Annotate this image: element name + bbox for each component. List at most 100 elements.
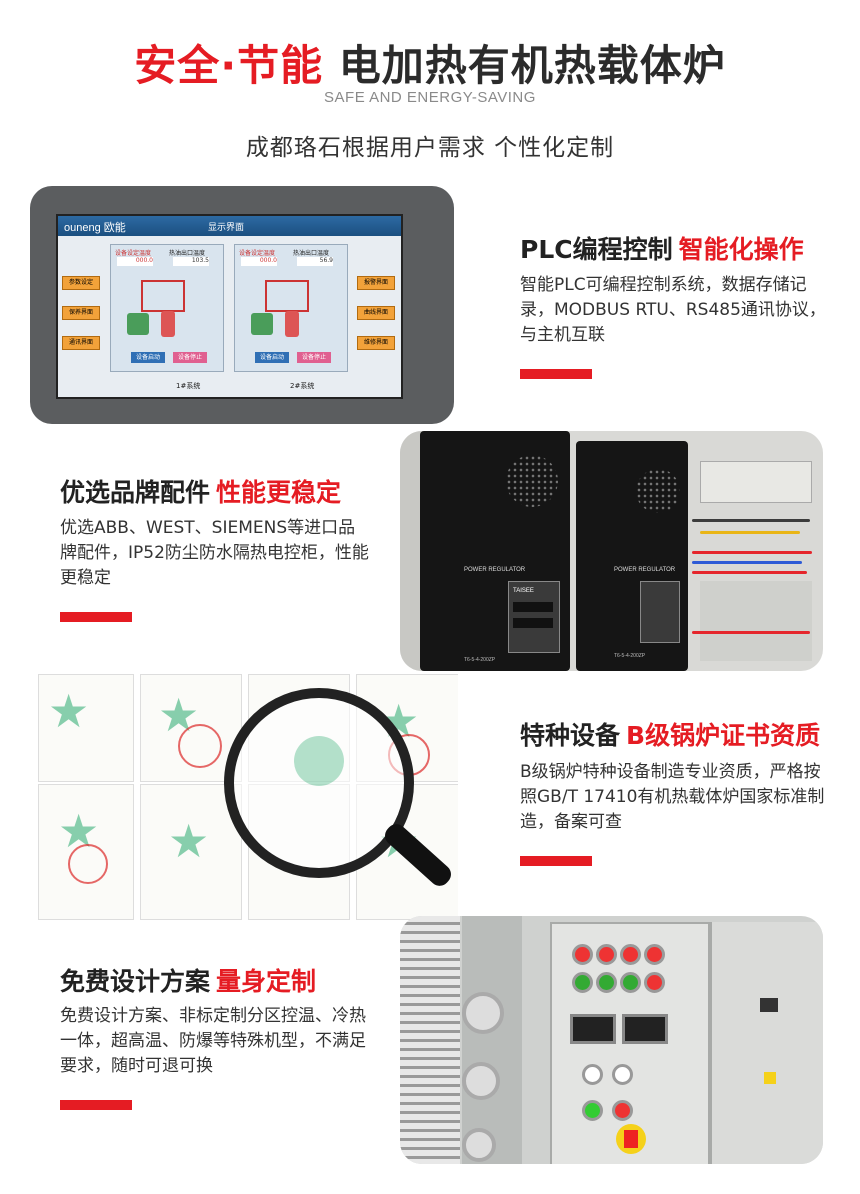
feature-2-title-main: 优选品牌配件 — [60, 478, 211, 507]
regulator-left-display: TAISEE — [508, 581, 560, 653]
certificates-photo: ★ ★ ★ ★ ★ ★ — [38, 674, 458, 920]
feature-3-title-highlight: B级锅炉证书资质 — [626, 721, 821, 750]
terminal-block — [700, 581, 812, 661]
sys1-pump-icon — [127, 313, 149, 335]
wire — [700, 531, 800, 534]
feature-4-accent-bar — [60, 1100, 132, 1110]
lens-seal-icon — [294, 736, 344, 786]
feature-2-desc: 优选ABB、WEST、SIEMENS等进口品牌配件，IP52防尘防水隔热电控柜，… — [60, 518, 369, 588]
stop-button-icon — [612, 1100, 633, 1121]
subtitle-english: SAFE AND ENERGY-SAVING — [324, 89, 536, 106]
sys2-start-button[interactable]: 设备启动 — [255, 352, 289, 363]
regulator-left-model: T6-5-4-200ZP — [464, 657, 496, 663]
pressure-gauge-icon — [462, 992, 504, 1034]
feature-2-title-highlight: 性能更稳定 — [216, 478, 342, 507]
hmi-button-alarm[interactable]: 报警界面 — [357, 276, 395, 290]
hmi-button-params[interactable]: 参数设定 — [62, 276, 100, 290]
sys2-pump-icon — [251, 313, 273, 335]
cabinet-photo — [400, 916, 823, 1164]
feature-4-title-main: 免费设计方案 — [60, 967, 211, 996]
subtitle-chinese: 成都珞石根据用户需求 个性化定制 — [245, 135, 615, 161]
hmi-button-repair[interactable]: 维修界面 — [357, 336, 395, 350]
hmi-button-maintenance[interactable]: 保养界面 — [62, 306, 100, 320]
feature-4-title-highlight: 量身定制 — [216, 967, 317, 996]
certificate-page — [38, 674, 134, 782]
regulator-right-label: POWER REGULATOR — [614, 567, 676, 573]
wire — [692, 571, 807, 574]
sys2-heater-icon — [285, 311, 299, 337]
temp-controller-display — [570, 1014, 616, 1044]
regulator-brand: TAISEE — [513, 588, 534, 594]
sys1-pipe-diagram — [141, 280, 185, 312]
wire — [692, 561, 802, 564]
indicator-red-icon — [596, 944, 617, 965]
wire — [692, 551, 812, 554]
segment-display-2 — [513, 618, 553, 628]
hmi-logo: ouneng 欧能 — [64, 222, 126, 234]
sys2-out-label: 热油出口温度 — [293, 250, 330, 257]
sys1-stop-button[interactable]: 设备停止 — [173, 352, 207, 363]
title-highlight: 安全·节能 — [134, 41, 324, 90]
feature-1-title-main: PLC编程控制 — [520, 235, 673, 264]
regulator-left-label: POWER REGULATOR — [464, 567, 526, 573]
pressure-gauge-icon — [462, 1128, 496, 1162]
cabinet-side-door — [710, 922, 823, 1164]
hmi-system1-label: 1#系统 — [176, 382, 201, 390]
certificate-page — [140, 784, 242, 920]
page-title: 安全·节能 电加热有机热载体炉 — [0, 32, 860, 93]
pressure-gauge-icon — [462, 1062, 500, 1100]
feature-3-accent-bar — [520, 856, 592, 866]
hmi-screen: ouneng 欧能 显示界面 参数设定 保养界面 通讯界面 报警界面 曲线界面 … — [56, 214, 403, 399]
feature-2-title: 优选品牌配件性能更稳定 — [60, 473, 341, 509]
sys2-set-label: 设备设定温度 — [239, 250, 276, 257]
sys1-set-value: 000.0 — [117, 257, 153, 266]
watermark-star-icon: ★ — [168, 814, 210, 868]
indicator-green-icon — [596, 972, 617, 993]
sys2-pipe-diagram — [265, 280, 309, 312]
meter-window — [760, 998, 778, 1012]
sys2-stop-button[interactable]: 设备停止 — [297, 352, 331, 363]
red-seal-icon — [68, 844, 108, 884]
warning-label-icon — [764, 1072, 776, 1084]
indicator-green-icon — [620, 972, 641, 993]
sys1-set-label: 设备设定温度 — [115, 250, 152, 257]
title-main: 电加热有机热载体炉 — [338, 41, 726, 90]
indicator-green-icon — [572, 972, 593, 993]
hmi-topbar: ouneng 欧能 显示界面 — [58, 216, 401, 236]
hmi-system2-panel: 设备设定温度 热油出口温度 000.0 56.9 设备启动 设备停止 — [234, 244, 348, 372]
sys1-out-label: 热油出口温度 — [169, 250, 206, 257]
wire — [692, 631, 810, 634]
magnifier-lens-icon — [224, 688, 414, 878]
feature-4-title: 免费设计方案量身定制 — [60, 962, 316, 998]
gauge-column — [462, 916, 522, 1164]
red-seal-icon — [178, 724, 222, 768]
watermark-star-icon: ★ — [48, 684, 90, 738]
hmi-button-curve[interactable]: 曲线界面 — [357, 306, 395, 320]
sys1-start-button[interactable]: 设备启动 — [131, 352, 165, 363]
indicator-red-icon — [644, 944, 665, 965]
feature-1-title: PLC编程控制智能化操作 — [520, 230, 804, 266]
indicator-red-icon — [644, 972, 665, 993]
sys1-out-value: 103.5 — [173, 257, 209, 266]
regulator-left: POWER REGULATOR TAISEE T6-5-4-200ZP — [420, 431, 570, 671]
feature-2-accent-bar — [60, 612, 132, 622]
indicator-red-icon — [620, 944, 641, 965]
page-header: 安全·节能 电加热有机热载体炉 SAFE AND ENERGY-SAVING 成… — [0, 0, 860, 185]
start-button-icon — [582, 1100, 603, 1121]
feature-4-desc: 免费设计方案、非标定制分区控温、冷热一体，超高温、防爆等特殊机型，不满足要求，随… — [60, 1006, 366, 1076]
hmi-system1-panel: 设备设定温度 热油出口温度 000.0 103.5 设备启动 设备停止 — [110, 244, 224, 372]
plc-module — [700, 461, 812, 503]
sys2-set-value: 000.0 — [241, 257, 277, 266]
push-button-icon — [612, 1064, 633, 1085]
indicator-red-icon — [572, 944, 593, 965]
feature-3-desc: B级锅炉特种设备制造专业资质，严格按照GB/T 17410有机热载体炉国家标准制… — [520, 762, 825, 832]
emergency-stop-knob-icon — [624, 1130, 638, 1148]
hmi-button-comm[interactable]: 通讯界面 — [62, 336, 100, 350]
emergency-stop-icon — [616, 1124, 646, 1154]
feature-1-desc: 智能PLC可编程控制系统，数据存储记录，MODBUS RTU、RS485通讯协议… — [520, 275, 826, 345]
regulator-right-display — [640, 581, 680, 643]
regulator-photo: POWER REGULATOR TAISEE T6-5-4-200ZP POWE… — [400, 431, 823, 671]
hmi-system2-label: 2#系统 — [290, 382, 315, 390]
speaker-grille-icon — [506, 455, 558, 507]
